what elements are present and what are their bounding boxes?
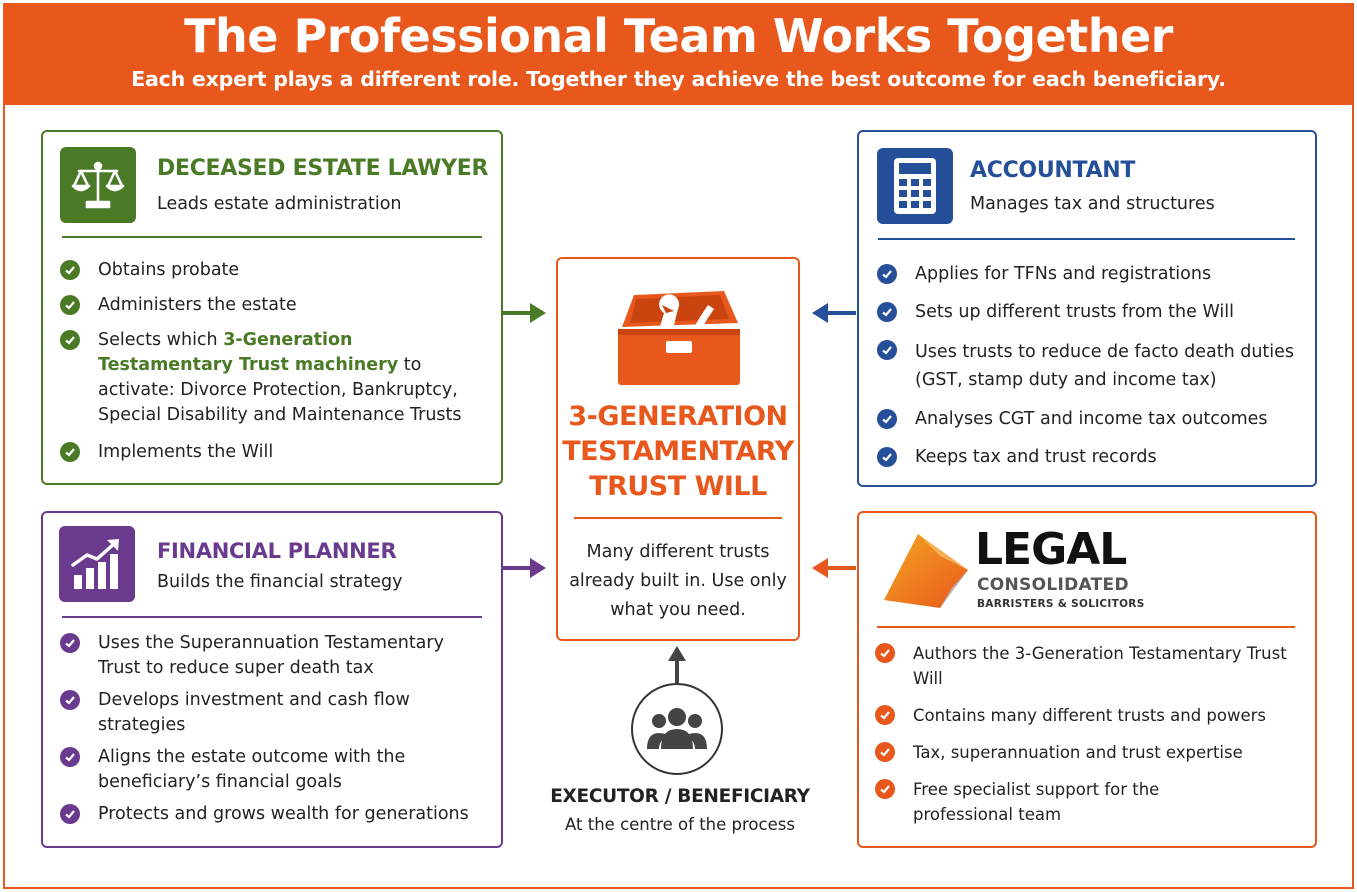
check-icon [60, 295, 80, 315]
check-icon [60, 747, 80, 767]
check-icon [875, 705, 895, 725]
list-item: Applies for TFNs and registrations [877, 262, 1297, 287]
planner-subtitle: Builds the financial strategy [157, 572, 403, 592]
check-icon [877, 447, 897, 467]
list-item: Selects which 3-Generation Testamentary … [60, 328, 485, 428]
list-item: Implements the Will [60, 440, 485, 465]
check-icon [875, 643, 895, 663]
check-icon [60, 804, 80, 824]
lawyer-divider [62, 236, 482, 238]
center-divider [574, 517, 782, 519]
list-item: Authors the 3-Generation Testamentary Tr… [875, 641, 1310, 691]
list-item: Obtains probate [60, 258, 485, 283]
highlighted-text: 3-Generation Testamentary Trust machiner… [98, 330, 399, 375]
list-item: Free specialist support for the professi… [875, 777, 1195, 827]
planner-list: Uses the Superannuation Testamentary Tru… [60, 631, 485, 827]
check-icon [877, 264, 897, 284]
list-item: Sets up different trusts from the Will [877, 300, 1297, 325]
list-item: Uses trusts to reduce de facto death dut… [877, 338, 1297, 394]
planner-divider [62, 616, 482, 618]
legal-logo-tag: BARRISTERS & SOLICITORS [977, 598, 1145, 610]
check-icon [875, 742, 895, 762]
list-item: Contains many different trusts and power… [875, 703, 1310, 728]
legal-logo-name: LEGAL [975, 524, 1127, 575]
arrow-executor-to-center [668, 646, 686, 683]
check-icon [60, 260, 80, 280]
check-icon [60, 690, 80, 710]
center-title: 3-GENERATION TESTAMENTARY TRUST WILL [562, 401, 794, 502]
accountant-title: ACCOUNTANT [970, 158, 1136, 183]
people-group-icon [631, 683, 723, 775]
legal-consolidated-logo-icon [880, 530, 972, 612]
scales-of-justice-icon [60, 147, 136, 223]
list-item: Keeps tax and trust records [877, 445, 1297, 470]
accountant-divider [878, 238, 1295, 240]
accountant-subtitle: Manages tax and structures [970, 194, 1215, 214]
list-item: Administers the estate [60, 293, 485, 318]
toolbox-icon [614, 283, 744, 391]
calculator-icon [877, 148, 953, 224]
list-item: Protects and grows wealth for generation… [60, 802, 485, 827]
list-item: Analyses CGT and income tax outcomes [877, 407, 1297, 432]
check-icon [877, 340, 897, 360]
center-card: 3-GENERATION TESTAMENTARY TRUST WILL Man… [556, 257, 800, 641]
list-item: Develops investment and cash flow strate… [60, 688, 485, 738]
planner-title: FINANCIAL PLANNER [157, 539, 397, 563]
executor-title: EXECUTOR / BENEFICIARY [550, 786, 810, 807]
check-icon [877, 409, 897, 429]
arrow-accountant-to-center [812, 303, 856, 323]
check-icon [877, 302, 897, 322]
arrow-lawyer-to-center [502, 303, 546, 323]
lawyer-subtitle: Leads estate administration [157, 194, 402, 214]
center-text: Many different trusts already built in. … [569, 542, 787, 620]
check-icon [875, 779, 895, 799]
legal-divider [877, 626, 1295, 628]
arrow-planner-to-center [502, 558, 546, 578]
check-icon [60, 330, 80, 350]
page-title: The Professional Team Works Together [184, 9, 1173, 63]
header-banner: The Professional Team Works Together Eac… [3, 3, 1354, 105]
lawyer-title: DECEASED ESTATE LAWYER [157, 156, 489, 181]
page-subtitle: Each expert plays a different role. Toge… [131, 67, 1226, 91]
lawyer-list: Obtains probate Administers the estate S… [60, 258, 485, 465]
list-item: Tax, superannuation and trust expertise [875, 740, 1310, 765]
accountant-list: Applies for TFNs and registrations Sets … [877, 262, 1297, 470]
arrow-legal-to-center [812, 558, 856, 578]
executor-subtitle: At the centre of the process [565, 815, 795, 834]
check-icon [60, 633, 80, 653]
legal-list: Authors the 3-Generation Testamentary Tr… [875, 641, 1310, 827]
legal-logo-sub: CONSOLIDATED [977, 575, 1129, 595]
growth-chart-icon [59, 526, 135, 602]
check-icon [60, 442, 80, 462]
list-item: Aligns the estate outcome with the benef… [60, 745, 485, 795]
list-item: Uses the Superannuation Testamentary Tru… [60, 631, 485, 681]
